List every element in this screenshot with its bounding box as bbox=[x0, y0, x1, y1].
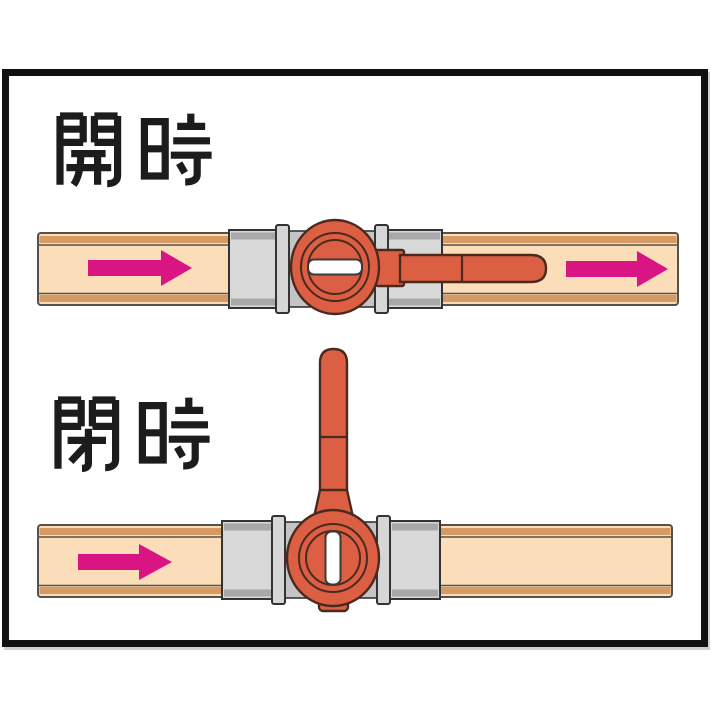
open-valve bbox=[228, 218, 548, 316]
valve-slot-indicator bbox=[324, 530, 342, 586]
valve-cap-ring-outer bbox=[300, 232, 370, 302]
open-label-glyphs bbox=[56, 112, 212, 188]
valve-cap-ring-outer bbox=[298, 523, 368, 593]
kanji-closed-glyph bbox=[54, 396, 120, 473]
pipe-fitting-right bbox=[389, 520, 441, 600]
valve-handle-icon bbox=[398, 253, 548, 284]
flow-arrow-inlet-icon bbox=[78, 544, 172, 580]
open-section bbox=[37, 112, 679, 316]
closed-valve bbox=[221, 347, 441, 613]
pipe-fitting-left bbox=[221, 520, 274, 600]
closed-section bbox=[37, 347, 673, 613]
closed-label-glyphs bbox=[54, 396, 210, 473]
kanji-time-glyph bbox=[140, 113, 212, 186]
valve-collar-left bbox=[275, 224, 290, 314]
pipe-fitting-left bbox=[228, 229, 279, 309]
valve-slot-indicator bbox=[307, 258, 363, 276]
valve-collar-left bbox=[271, 515, 286, 605]
flow-arrow-outlet-icon bbox=[566, 251, 668, 287]
kanji-open-glyph bbox=[56, 112, 122, 188]
valve-handle-icon bbox=[318, 347, 349, 494]
flow-arrow-inlet-icon bbox=[88, 250, 192, 286]
kanji-time-glyph bbox=[138, 397, 210, 470]
